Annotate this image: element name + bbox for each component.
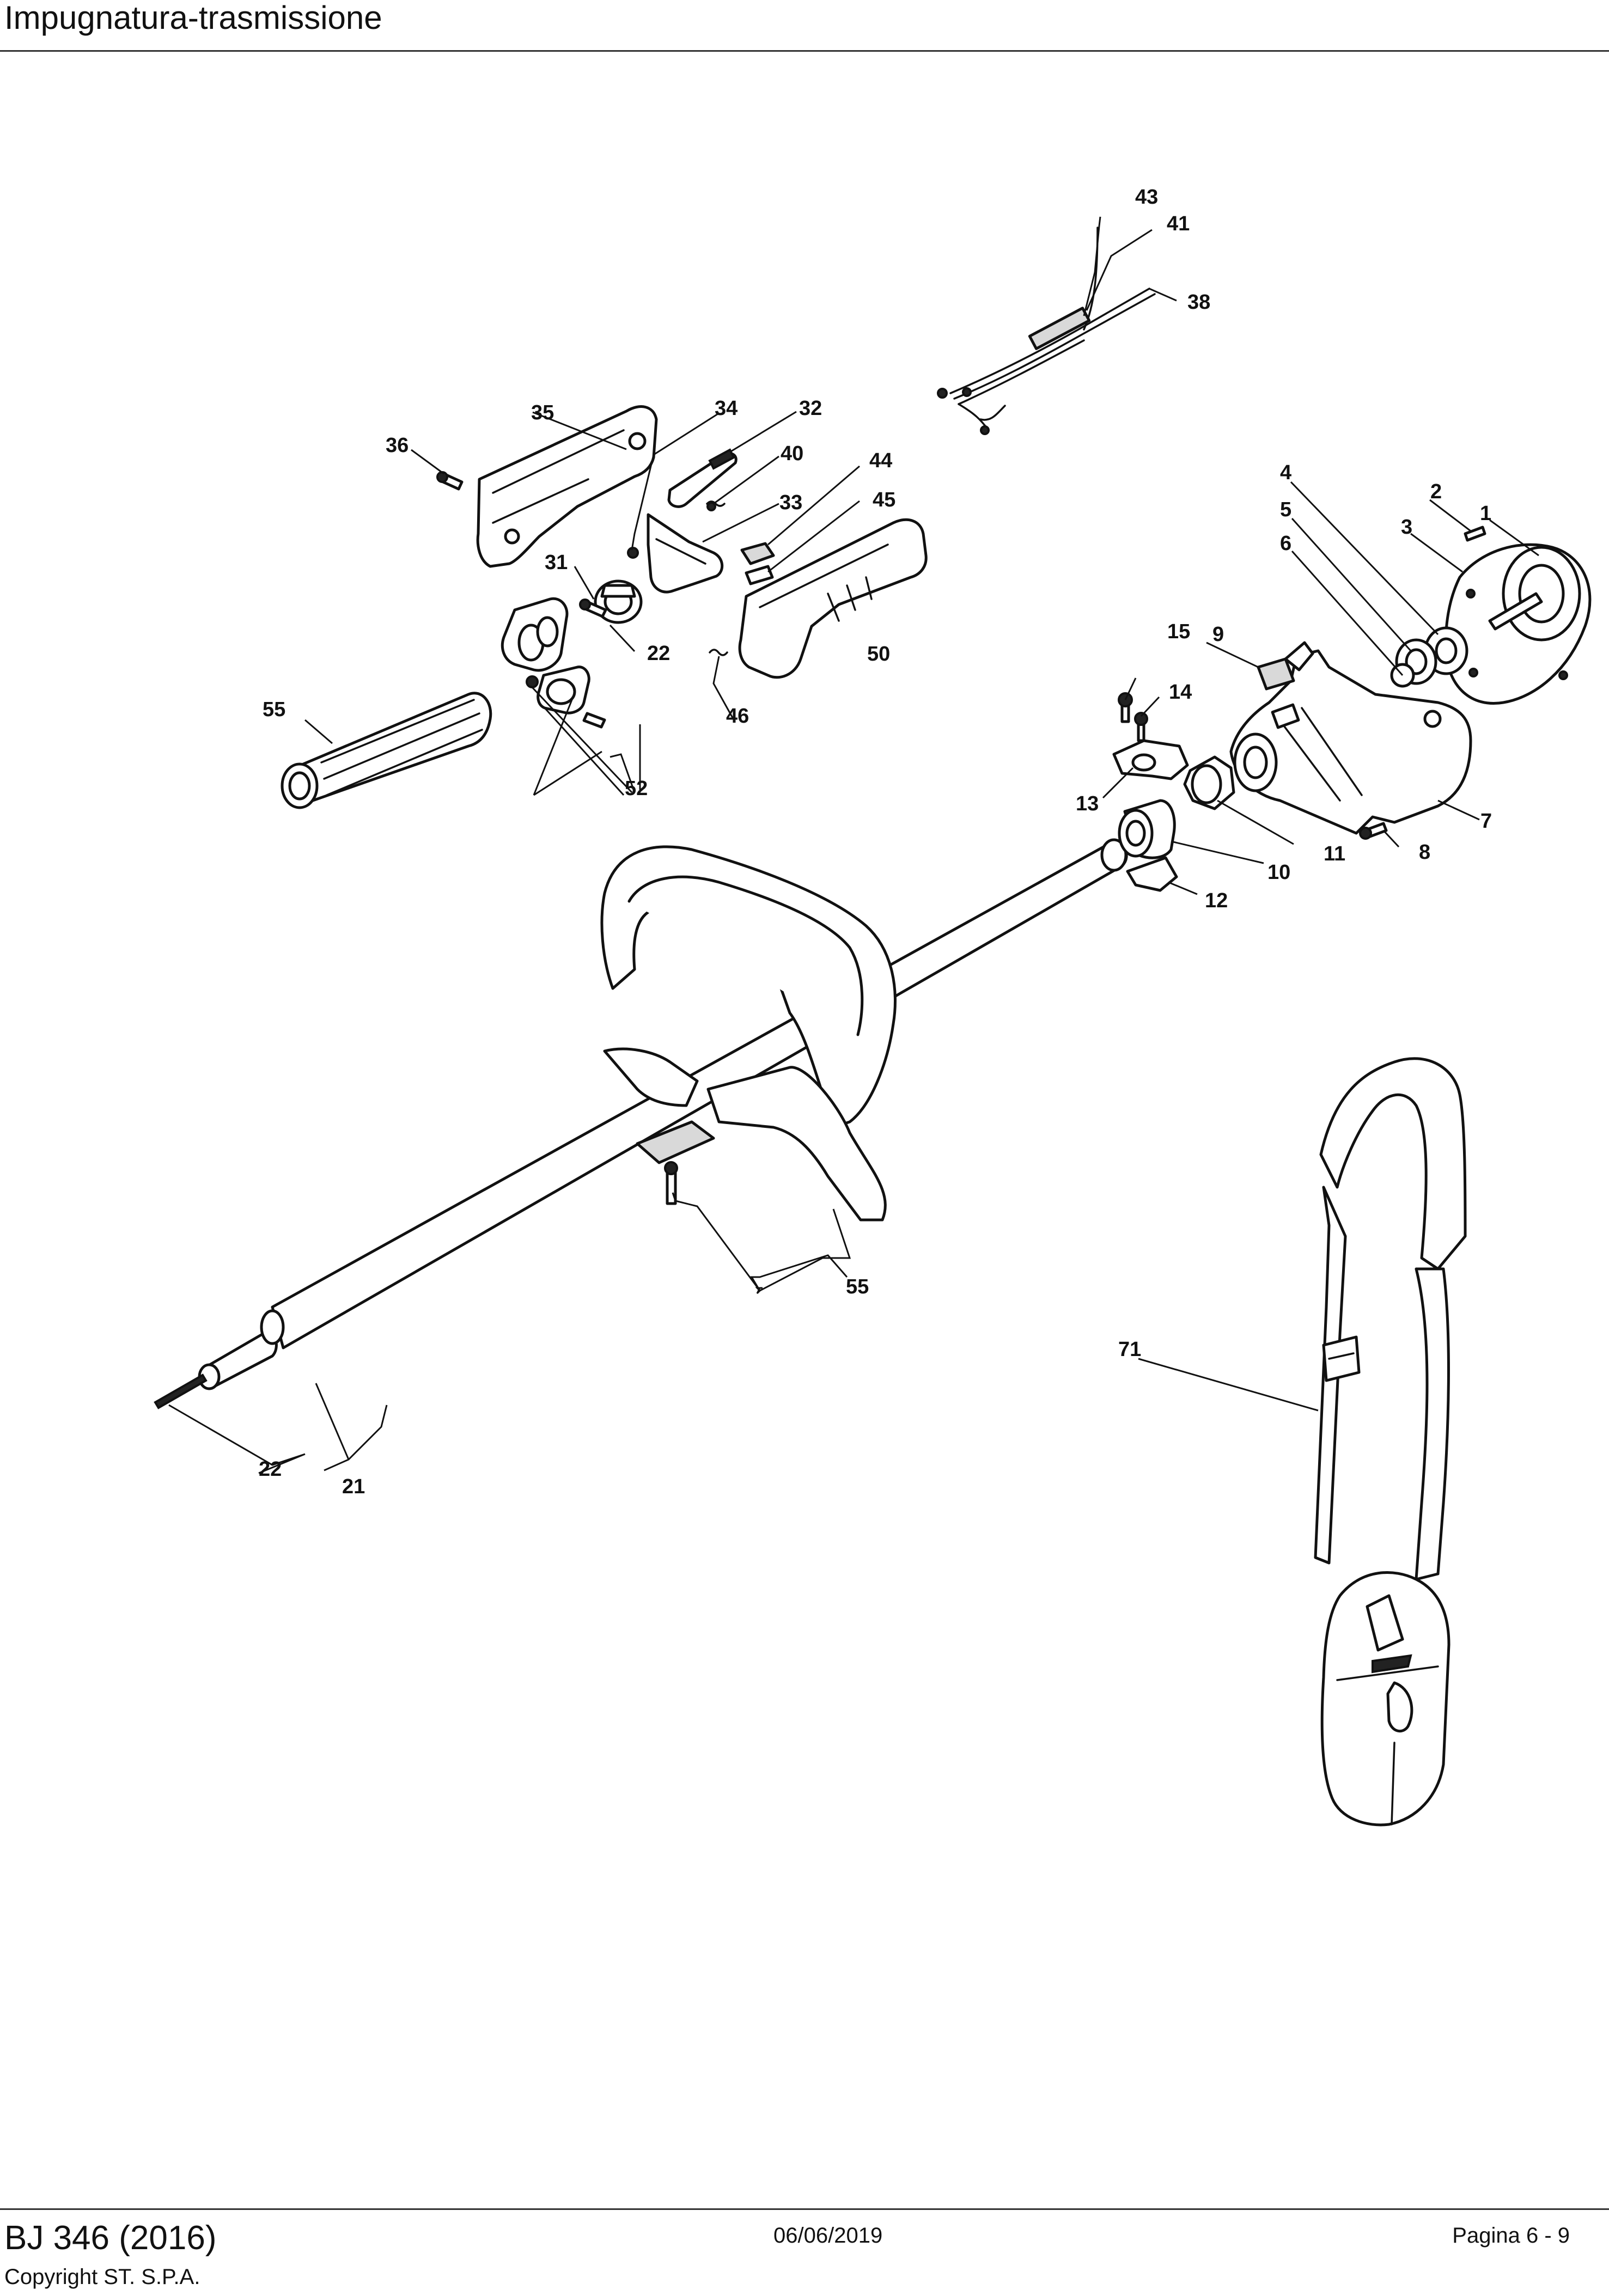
spring-44 (709, 649, 728, 656)
callout-40: 40 (781, 442, 803, 465)
callout-2: 2 (1430, 480, 1442, 503)
callout-10: 10 (1267, 861, 1290, 884)
callout-13: 13 (1076, 792, 1099, 815)
callout-labels: 43 41 38 35 34 32 36 40 44 33 45 31 22 5… (259, 186, 1492, 1498)
callout-8: 8 (1419, 841, 1430, 864)
cap-9 (1257, 657, 1295, 691)
callout-36: 35 (531, 401, 554, 424)
callout-6: 6 (1280, 532, 1291, 555)
callout-9: 9 (1212, 623, 1224, 646)
footer-copyright: Copyright ST. S.P.A. (4, 2265, 200, 2289)
nut-11 (1183, 755, 1235, 810)
callout-44: 46 (726, 705, 749, 728)
switch-41-43 (740, 542, 775, 585)
callout-37: 36 (386, 434, 409, 457)
callout-55: 55 (846, 1275, 869, 1298)
footer-date: 06/06/2019 (773, 2224, 883, 2248)
callout-4: 4 (1280, 461, 1291, 484)
handle-shell-left (476, 405, 658, 568)
screw-2 (1464, 526, 1486, 542)
screws-14-15 (1118, 692, 1148, 742)
page-title: Impugnatura-trasmissione (4, 0, 382, 36)
callout-14: 14 (1169, 681, 1192, 704)
callout-45: 41 (1167, 212, 1190, 235)
handle-grip-46 (738, 518, 928, 679)
callout-31: 22 (647, 642, 670, 665)
callout-21: 21 (342, 1475, 365, 1498)
callout-46: 50 (867, 643, 890, 665)
callout-7: 7 (1480, 810, 1492, 833)
header-divider (0, 50, 1609, 52)
callout-12: 12 (1205, 889, 1228, 912)
grip-tube-52 (281, 692, 492, 809)
callout-38: 38 (1187, 291, 1210, 314)
loop-handle-55 (600, 845, 897, 1222)
clip-12 (1126, 856, 1178, 892)
gear-housing-7 (1229, 641, 1472, 835)
clamp-set-51 (501, 597, 606, 729)
leader-lines (168, 216, 1539, 1474)
screw-32 (579, 599, 607, 618)
screw-37 (436, 471, 464, 491)
callout-32: 31 (545, 551, 568, 574)
callout-15: 15 (1167, 620, 1190, 643)
flange-plate-3 (1444, 543, 1592, 705)
callout-51: 52 (625, 777, 648, 800)
callout-43: 45 (873, 488, 895, 511)
callout-41: 44 (869, 449, 892, 472)
callout-22: 22 (259, 1458, 282, 1481)
callout-3: 3 (1401, 516, 1412, 539)
callout-35: 34 (715, 397, 738, 420)
footer-model: BJ 346 (2016) (4, 2219, 217, 2257)
callout-52: 55 (263, 698, 285, 721)
callout-50: 43 (1135, 186, 1158, 209)
spring-40 (706, 500, 726, 511)
trigger-34 (627, 513, 724, 594)
clamp-13 (1112, 739, 1189, 780)
shoulder-harness-71 (1314, 1057, 1467, 1827)
bushing-10 (1118, 799, 1176, 859)
rings-4-5-6 (1390, 626, 1468, 688)
footer-divider (0, 2208, 1609, 2210)
drive-tube (154, 838, 1128, 1409)
throttle-lever (667, 448, 738, 508)
callout-34: 33 (779, 491, 802, 514)
clamp-31 (594, 579, 643, 624)
screw-8 (1359, 822, 1388, 840)
callout-5: 5 (1280, 498, 1291, 521)
wire-harness (937, 227, 1156, 435)
footer-page-number: Pagina 6 - 9 (1452, 2224, 1570, 2248)
callout-11: 11 (1324, 842, 1345, 865)
callout-1: 1 (1480, 502, 1491, 525)
callout-71: 71 (1118, 1338, 1141, 1361)
callout-33: 32 (799, 397, 822, 420)
